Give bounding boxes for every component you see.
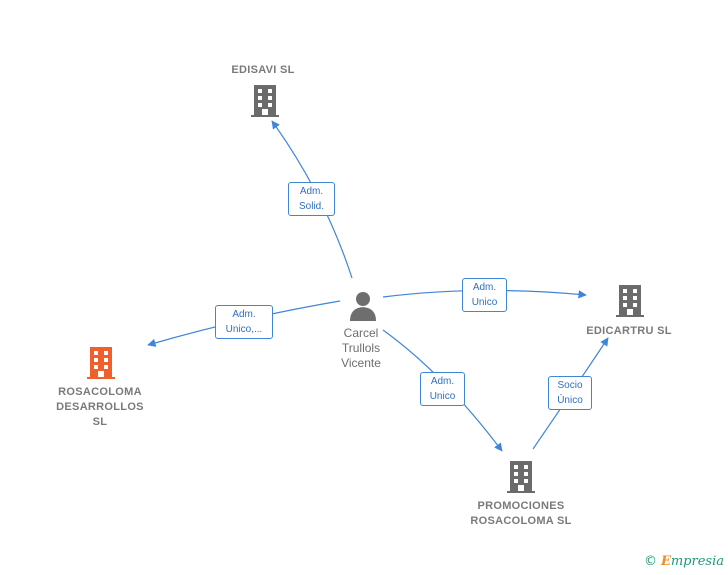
building-icon-rosacoloma[interactable] bbox=[87, 347, 115, 379]
building-icon-edicartru[interactable] bbox=[616, 285, 644, 317]
copyright-icon: © bbox=[643, 554, 657, 569]
person-icon[interactable] bbox=[350, 292, 376, 321]
person-label-line: Trullols bbox=[341, 341, 381, 355]
edge-label-line: Adm. bbox=[430, 376, 455, 387]
brand-logo: Empresia bbox=[660, 554, 724, 569]
edge-label-line: Unico bbox=[471, 297, 498, 308]
person-label-line: Vicente bbox=[341, 356, 381, 370]
node-label-edicartru[interactable]: EDICARTRU SL bbox=[586, 325, 672, 337]
edge-label-line: Único bbox=[557, 395, 583, 406]
node-label-line: PROMOCIONES bbox=[477, 500, 565, 512]
edge-label-line: Adm. bbox=[472, 282, 497, 293]
node-label-rosacoloma[interactable]: ROSACOLOMA DESARROLLOS SL bbox=[40, 385, 160, 430]
edge-label-socio-unico[interactable]: Socio Único bbox=[548, 376, 592, 410]
person-label-line: Carcel bbox=[343, 326, 379, 340]
edge-label-line: Unico,... bbox=[225, 324, 263, 335]
building-icon-promociones[interactable] bbox=[507, 461, 535, 493]
edge-label-promociones[interactable]: Adm. Unico bbox=[420, 372, 465, 406]
copyright-footer: ©Empresia bbox=[644, 554, 724, 569]
edge-label-rosacoloma[interactable]: Adm. Unico,... bbox=[215, 305, 273, 339]
person-label[interactable]: Carcel Trullols Vicente bbox=[320, 326, 402, 371]
edge-label-line: Socio bbox=[557, 380, 583, 391]
node-label-line: ROSACOLOMA bbox=[58, 386, 142, 398]
building-icon-edisavi[interactable] bbox=[251, 85, 279, 117]
edge-label-line: Adm. bbox=[232, 309, 256, 320]
edge-label-line: Adm. bbox=[299, 186, 324, 197]
edge-label-edicartru[interactable]: Adm. Unico bbox=[462, 278, 507, 312]
edge-label-line: Unico bbox=[429, 391, 456, 402]
edge-label-edisavi[interactable]: Adm. Solid. bbox=[288, 182, 335, 216]
node-label-promociones[interactable]: PROMOCIONES ROSACOLOMA SL bbox=[460, 499, 582, 529]
node-label-line: ROSACOLOMA SL bbox=[470, 515, 572, 527]
node-label-line: DESARROLLOS bbox=[56, 401, 144, 413]
node-label-edisavi[interactable]: EDISAVI SL bbox=[231, 64, 295, 76]
node-label-line: SL bbox=[92, 416, 108, 428]
edge-label-line: Solid. bbox=[298, 201, 324, 212]
